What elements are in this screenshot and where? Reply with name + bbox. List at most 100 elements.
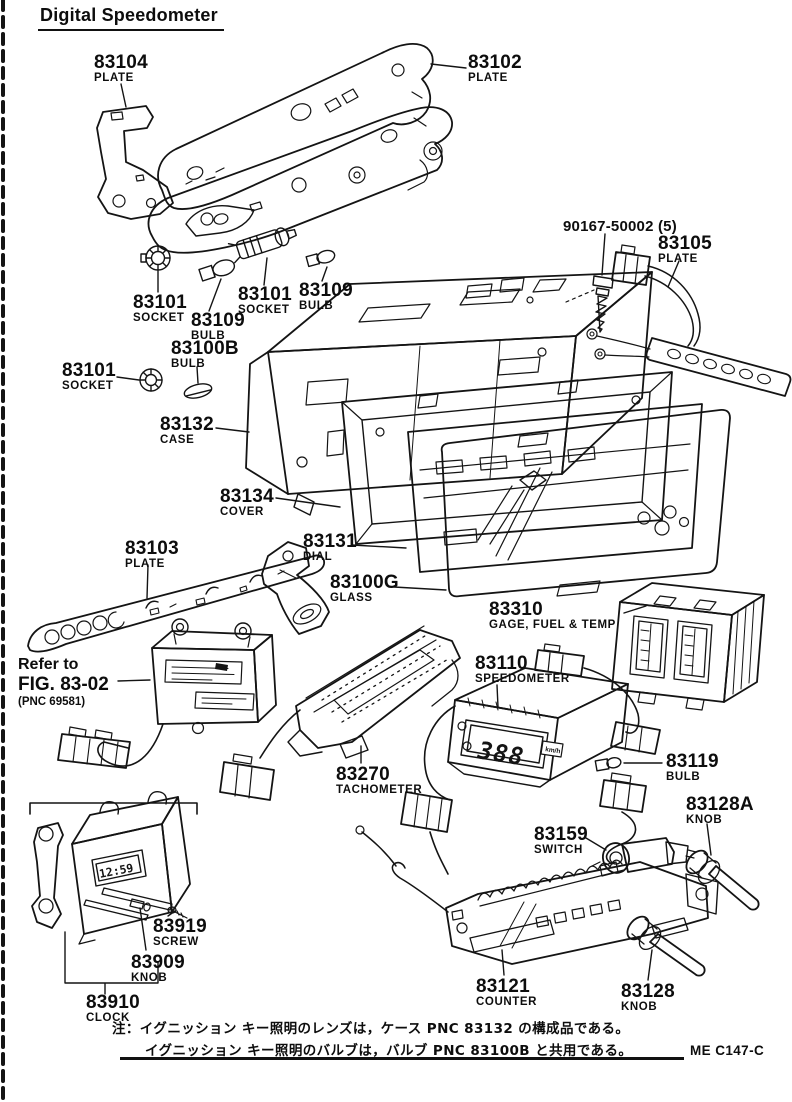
part-number: 83909 xyxy=(131,952,185,973)
part-descriptor: SOCKET xyxy=(62,380,114,393)
part-number: 83109 xyxy=(299,280,353,301)
part-label-83101-c: 83101 SOCKET xyxy=(62,361,116,393)
figure-code: ME C147-C xyxy=(690,1043,765,1058)
part-descriptor: BULB xyxy=(171,358,206,371)
part-descriptor: PLATE xyxy=(658,253,698,266)
part-label-83105: 83105 PLATE xyxy=(658,234,712,266)
part-number: 83134 xyxy=(220,486,274,507)
refer-box-drawing xyxy=(57,618,277,769)
part-number: 83102 xyxy=(468,52,522,73)
part-number: 83919 xyxy=(153,916,207,937)
refer-note-line3: (PNC 69581) xyxy=(18,696,86,708)
part-descriptor: GAGE, FUEL & TEMP xyxy=(489,619,616,632)
bracket-83104-drawing xyxy=(96,105,174,220)
refer-note-line1: Refer to xyxy=(18,656,79,673)
part-label-83104: 83104 PLATE xyxy=(94,53,148,85)
part-descriptor: DIAL xyxy=(303,551,333,564)
part-label-83109-a: 83109 BULB xyxy=(191,311,245,343)
socket-83101-bottomleft-drawing xyxy=(139,368,163,392)
part-descriptor: SPEEDOMETER xyxy=(475,673,570,686)
part-descriptor: PLATE xyxy=(468,72,508,85)
part-label-83110: 83110 SPEEDOMETER xyxy=(475,654,570,686)
plate-83103-drawing xyxy=(27,541,330,653)
dial-83131-drawing xyxy=(407,403,703,573)
part-number: 83104 xyxy=(94,52,148,73)
clock-83910-drawing: 12:59 xyxy=(29,791,198,995)
page-title: Digital Speedometer xyxy=(38,5,224,31)
footnote-line2: イグニッション キー照明のバルブは，バルブ PNC 83100B と共用である。 xyxy=(145,1043,633,1059)
part-descriptor: BULB xyxy=(299,300,334,313)
speedometer-display-value: 388 xyxy=(475,736,526,771)
part-descriptor: BULB xyxy=(666,771,701,784)
part-number: 83101 xyxy=(62,360,116,381)
speedometer-unit-label: km/h xyxy=(545,746,561,755)
part-label-83132: 83132 CASE xyxy=(160,415,214,447)
part-label-83101-b: 83101 SOCKET xyxy=(238,285,292,317)
bulb-83109-right-drawing xyxy=(305,249,336,268)
part-number: 83101 xyxy=(238,284,292,305)
knob-83128a-drawing xyxy=(685,849,760,911)
part-descriptor: CASE xyxy=(160,434,195,447)
part-number: 83159 xyxy=(534,824,588,845)
part-label-83919: 83919 SCREW xyxy=(153,917,207,949)
part-label-83270: 83270 TACHOMETER xyxy=(336,765,422,797)
gage-83310-drawing xyxy=(611,582,765,711)
part-number: 83128 xyxy=(621,981,675,1002)
part-descriptor: GLASS xyxy=(330,592,373,605)
footnote-underline xyxy=(120,1057,684,1060)
part-label-90167-50002: 90167-50002 (5) xyxy=(563,219,677,235)
part-label-83119: 83119 BULB xyxy=(666,752,719,784)
part-number: 83132 xyxy=(160,414,214,435)
part-label-83109-b: 83109 BULB xyxy=(299,281,353,313)
part-descriptor: KNOB xyxy=(621,1001,658,1014)
part-descriptor: KNOB xyxy=(131,972,168,985)
part-label-83134: 83134 COVER xyxy=(220,487,274,519)
glass-83100g-drawing xyxy=(440,409,731,598)
part-number: 83101 xyxy=(133,292,187,313)
plate-83102-drawing xyxy=(157,43,434,210)
part-label-83102: 83102 PLATE xyxy=(468,53,522,85)
case-top-connectors-drawing xyxy=(465,277,534,304)
part-descriptor: TACHOMETER xyxy=(336,784,423,797)
bulb-83109-mid-drawing xyxy=(198,259,236,282)
footnote-line1: 注：イグニッション キー照明のレンズは，ケース PNC 83132 の構成品であ… xyxy=(112,1021,630,1037)
part-number: 83103 xyxy=(125,538,179,559)
part-label-83101-a: 83101 SOCKET xyxy=(133,293,187,325)
part-number: 83121 xyxy=(476,976,530,997)
refer-note: Refer to FIG. 83-02 (PNC 69581) xyxy=(18,656,109,708)
plate-83102-lower-strip-drawing xyxy=(147,106,453,254)
part-number: 83105 xyxy=(658,233,712,254)
part-number: 83100B xyxy=(171,338,239,359)
part-descriptor: PLATE xyxy=(94,72,134,85)
part-descriptor: COVER xyxy=(220,506,264,519)
part-label-83128a: 83128A KNOB xyxy=(686,795,754,827)
part-number: 83131 xyxy=(303,531,357,552)
counter-83121-drawing xyxy=(355,825,719,965)
part-label-83100b: 83100B BULB xyxy=(171,339,239,371)
part-label-83128: 83128 KNOB xyxy=(621,982,675,1014)
part-descriptor: KNOB xyxy=(686,814,723,827)
part-label-83103: 83103 PLATE xyxy=(125,539,179,571)
part-descriptor: PLATE xyxy=(125,558,165,571)
part-number: 83109 xyxy=(191,310,245,331)
part-label-83310: 83310 GAGE, FUEL & TEMP xyxy=(489,600,616,632)
part-label-83159: 83159 SWITCH xyxy=(534,825,588,857)
case-83132-drawing xyxy=(245,271,653,516)
part-label-83121: 83121 COUNTER xyxy=(476,977,537,1009)
cover-83134-drawing xyxy=(341,371,673,545)
refer-note-line2: FIG. 83-02 xyxy=(18,674,109,695)
part-descriptor: SWITCH xyxy=(534,844,583,857)
leader-lines xyxy=(116,63,712,981)
part-descriptor: BULB xyxy=(191,330,226,343)
clock-display-value: 12:59 xyxy=(98,861,135,881)
bulb-83119-drawing xyxy=(594,757,622,772)
part-descriptor: SCREW xyxy=(153,936,199,949)
part-label-83131: 83131 DIAL xyxy=(303,532,357,564)
plate-83105-drawing xyxy=(565,244,792,397)
part-label-83100g: 83100G GLASS xyxy=(330,573,399,605)
part-number: 83119 xyxy=(666,751,719,772)
part-descriptor: SOCKET xyxy=(238,304,290,317)
part-number: 83270 xyxy=(336,764,390,785)
